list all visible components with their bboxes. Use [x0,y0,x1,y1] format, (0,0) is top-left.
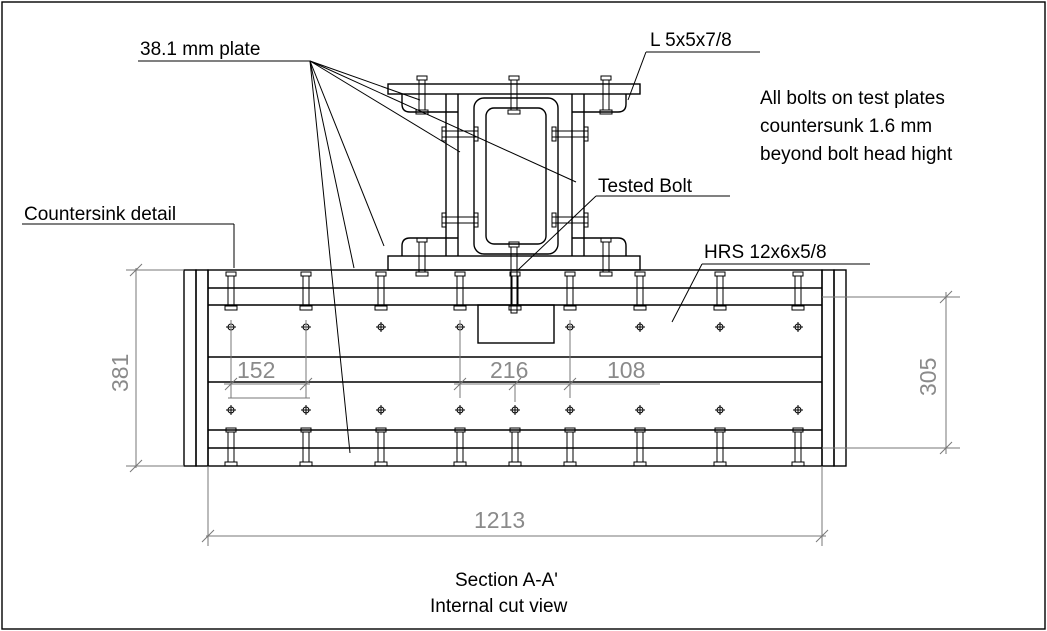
note-line-1: All bolts on test plates [760,88,945,109]
dimension-lines [126,263,960,546]
countersink-label: Countersink detail [24,204,176,225]
column-connection [387,75,641,314]
tested-bolt-label: Tested Bolt [598,176,693,197]
hrs-label: HRS 12x6x5/8 [704,242,827,263]
caption-title: Section A-A' [455,570,558,591]
beam-assembly [183,269,847,467]
dim-305: 305 [915,358,941,396]
angle-label: L 5x5x7/8 [650,30,732,51]
dim-216: 216 [490,357,528,383]
plate-label: 38.1 mm plate [140,39,260,60]
bottom-bolt-row [224,427,805,467]
leader-lines [22,51,870,454]
note-line-2: countersunk 1.6 mm [760,116,932,137]
dim-1213: 1213 [474,507,525,533]
dim-152: 152 [237,357,275,383]
dim-381: 381 [107,354,133,392]
dim-108: 108 [607,357,645,383]
note-line-3: beyond bolt head hight [760,144,953,165]
caption-subtitle: Internal cut view [430,596,568,617]
